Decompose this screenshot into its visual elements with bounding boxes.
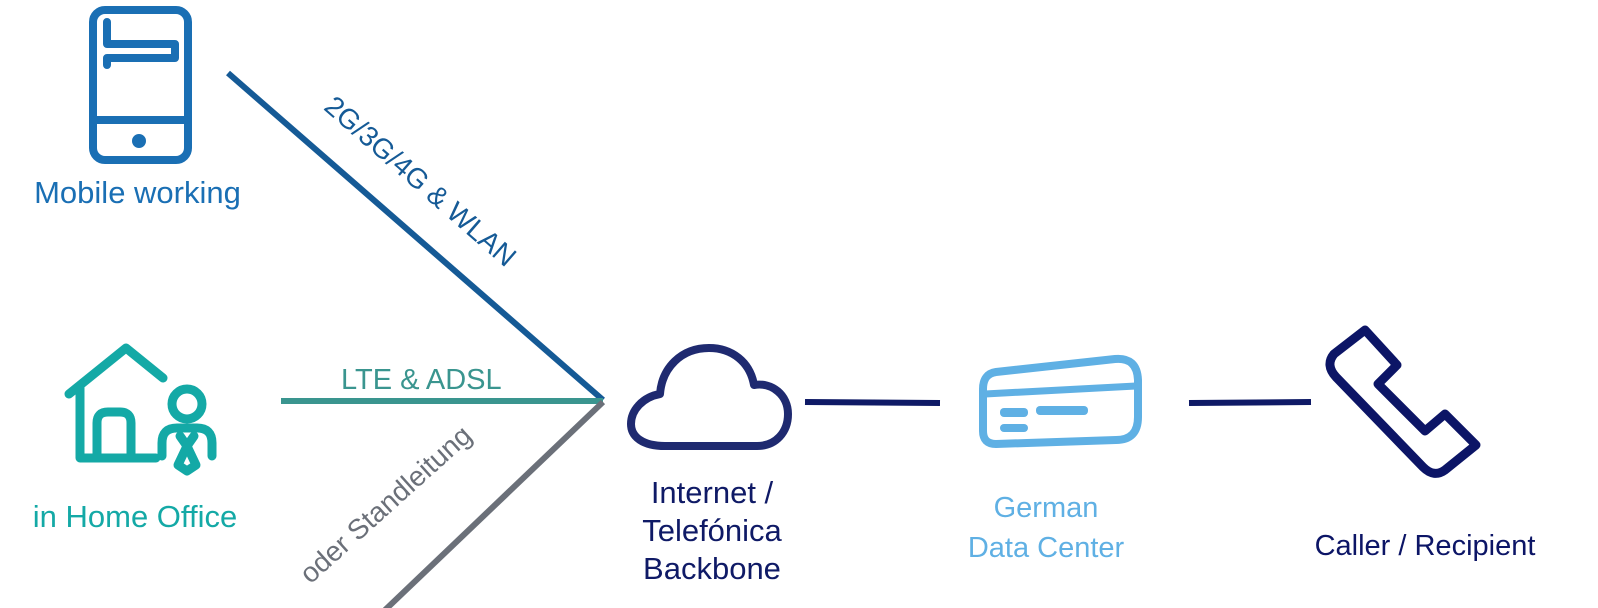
data-center-label: German Data Center [946,488,1146,568]
caller-recipient-label: Caller / Recipient [1314,530,1536,562]
smartphone-icon [89,6,192,164]
internet-label-line-3: Backbone [643,551,781,586]
data-center-label-line-1: German [993,492,1099,524]
backbone-to-datacenter-line [804,399,941,406]
cloud-icon [627,344,792,450]
home-office-link-label: LTE & ADSL [341,364,502,396]
server-icon [979,354,1142,448]
datacenter-to-caller-line [1188,399,1312,406]
phone-handset-icon [1325,325,1481,478]
mobile-connection-line [226,70,605,403]
internet-label-line-2: Telefónica [642,513,782,548]
home-office-icon [64,343,217,476]
internet-label-line-1: Internet / [650,475,774,510]
mobile-working-label: Mobile working [34,175,241,210]
leased-line-connection-line [382,399,606,608]
home-office-label: in Home Office [32,499,238,534]
internet-backbone-label: Internet / Telefónica Backbone [612,474,812,588]
data-center-label-line-2: Data Center [967,532,1125,564]
